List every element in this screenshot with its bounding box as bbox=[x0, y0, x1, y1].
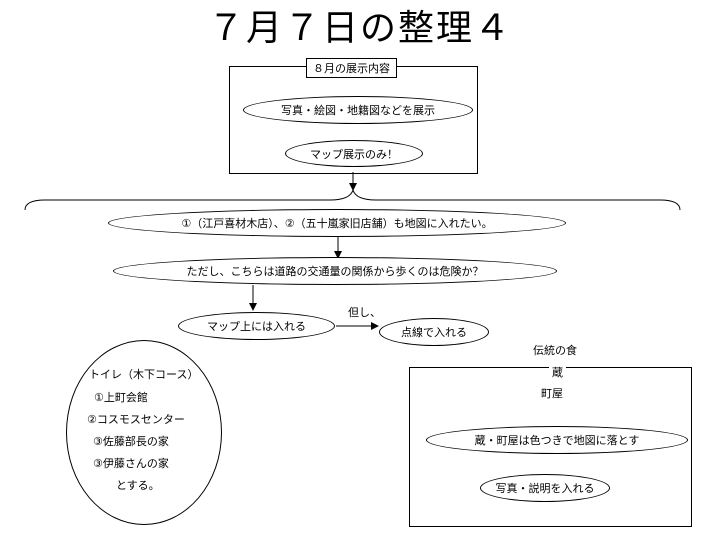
however-label: 但し、 bbox=[348, 306, 381, 319]
traditional-color-note: 蔵・町屋は色つきで地図に落とす bbox=[426, 426, 688, 454]
toilet-item-2: ②コスモスセンター bbox=[87, 413, 185, 426]
map-include-oval: マップ上には入れる bbox=[178, 312, 335, 340]
toilet-item-1: ①上町会館 bbox=[94, 391, 148, 404]
traditional-photo-note: 写真・説明を入れる bbox=[480, 474, 610, 502]
toilet-title: トイレ（木下コース） bbox=[89, 368, 199, 381]
toilet-item-4: ③伊藤さんの家 bbox=[93, 457, 169, 470]
note-traffic-danger: ただし、こちらは道路の交通量の関係から歩くのは危険か？ bbox=[113, 257, 557, 285]
page-title: ７月７日の整理４ bbox=[207, 8, 512, 49]
traditional-title: 伝統の食 bbox=[533, 344, 577, 357]
traditional-item-machiya: 町屋 bbox=[541, 387, 563, 400]
toilet-item-3: ③佐藤部長の家 bbox=[93, 435, 169, 448]
august-header: ８月の展示内容 bbox=[306, 58, 397, 78]
toilet-footer: とする。 bbox=[116, 479, 160, 492]
dotted-line-oval: 点線で入れる bbox=[379, 318, 489, 346]
traditional-item-kura: 蔵 bbox=[549, 364, 566, 380]
august-item-map-only: マップ展示のみ！ bbox=[285, 140, 423, 167]
note-map-wish: ①（江戸喜材木店）、②（五十嵐家旧店舗）も地図に入れたい。 bbox=[108, 209, 566, 237]
toilet-oval bbox=[66, 340, 222, 525]
august-item-photos: 写真・絵図・地籍図などを展示 bbox=[243, 96, 473, 124]
